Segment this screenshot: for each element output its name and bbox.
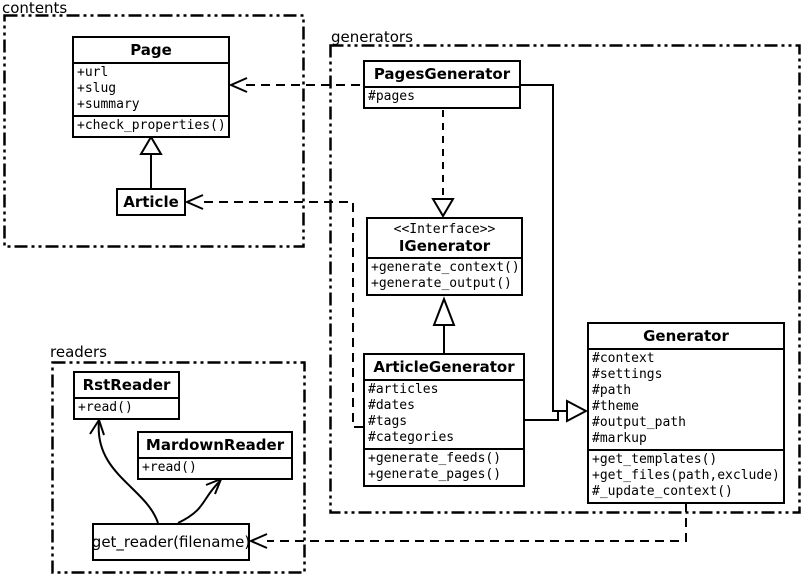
- attribute: #settings: [592, 367, 663, 382]
- class-articlegenerator-attributes: #articles #dates #tags #categories: [365, 379, 523, 448]
- class-page-attributes: +url +slug +summary: [74, 62, 228, 115]
- attribute: #theme: [592, 399, 639, 414]
- attribute: #markup: [592, 431, 647, 446]
- function-get-reader-label: get_reader(filename): [91, 533, 251, 551]
- class-rstreader: RstReader +read(): [73, 371, 180, 420]
- edge-articlegenerator-to-generator: [525, 412, 559, 421]
- package-readers-border: [51, 361, 306, 574]
- class-generator: Generator #context #settings #path #them…: [587, 322, 785, 504]
- package-label-readers: readers: [50, 343, 107, 361]
- class-page-title: Page: [130, 41, 172, 59]
- class-articlegenerator: ArticleGenerator #articles #dates #tags …: [363, 353, 525, 487]
- class-page-methods: +check_properties(): [74, 115, 228, 136]
- class-mardownreader-title: MardownReader: [145, 436, 285, 454]
- package-label-generators: generators: [331, 28, 413, 46]
- attribute: +url: [77, 65, 109, 80]
- method: +generate_context(): [371, 260, 520, 275]
- edge-getreader-to-mardownreader: [177, 479, 222, 524]
- class-pagesgenerator-attributes: #pages: [365, 86, 519, 107]
- attribute: #pages: [368, 89, 415, 104]
- method: +get_files(path,exclude): [592, 468, 780, 483]
- edge-articlegenerator-to-article: [203, 201, 363, 428]
- package-generators-border: [329, 44, 801, 514]
- class-pagesgenerator: PagesGenerator #pages: [363, 60, 521, 109]
- dependency-arrowhead-article: [184, 194, 204, 210]
- attribute: #path: [592, 383, 632, 398]
- class-article: Article: [116, 188, 186, 216]
- attribute: #tags: [368, 414, 408, 429]
- dependency-arrowhead-getreader: [248, 533, 268, 549]
- inheritance-arrowhead-generator: [566, 399, 589, 423]
- attribute: #categories: [368, 430, 455, 445]
- dependency-arrowhead-page: [228, 77, 248, 93]
- class-page: Page +url +slug +summary +check_properti…: [72, 36, 230, 138]
- method: +generate_output(): [371, 276, 512, 291]
- realization-arrowhead-igenerator-bottom: [432, 296, 456, 326]
- method: +get_templates(): [592, 452, 718, 467]
- class-pagesgenerator-title: PagesGenerator: [373, 65, 511, 83]
- class-rstreader-title: RstReader: [82, 376, 171, 394]
- attribute: #articles: [368, 382, 439, 397]
- class-generator-methods: +get_templates() +get_files(path,exclude…: [589, 449, 783, 502]
- inheritance-arrowhead-page: [139, 135, 163, 155]
- attribute: +summary: [77, 97, 140, 112]
- class-articlegenerator-title: ArticleGenerator: [373, 358, 515, 376]
- class-igenerator-stereotype: <<Interface>>: [393, 222, 496, 237]
- class-rstreader-methods: +read(): [75, 397, 178, 418]
- attribute: +slug: [77, 81, 117, 96]
- realization-arrowhead-igenerator-top: [431, 198, 455, 218]
- class-mardownreader-methods: +read(): [139, 457, 291, 478]
- method: +check_properties(): [77, 118, 226, 133]
- class-igenerator: <<Interface>> IGenerator +generate_conte…: [366, 217, 523, 296]
- arrowhead-rstreader: [89, 417, 105, 436]
- class-igenerator-methods: +generate_context() +generate_output(): [368, 257, 521, 294]
- class-igenerator-title: IGenerator: [398, 237, 491, 255]
- edge-pagesgenerator-to-generator: [521, 84, 567, 412]
- attribute: #output_path: [592, 415, 686, 430]
- package-contents-border: [3, 14, 305, 248]
- method: +generate_pages(): [368, 467, 502, 482]
- class-generator-title: Generator: [643, 327, 729, 345]
- attribute: #dates: [368, 398, 415, 413]
- class-generator-attributes: #context #settings #path #theme #output_…: [589, 348, 783, 449]
- function-get-reader: get_reader(filename): [92, 523, 250, 561]
- package-label-contents: contents: [2, 0, 68, 17]
- attribute: #context: [592, 351, 655, 366]
- class-mardownreader: MardownReader +read(): [137, 431, 293, 480]
- edge-getreader-to-rstreader: [97, 420, 159, 524]
- method: #_update_context(): [592, 484, 733, 499]
- method: +generate_feeds(): [368, 451, 502, 466]
- edge-generator-to-getreader: [267, 503, 687, 542]
- class-article-title: Article: [123, 193, 179, 211]
- class-articlegenerator-methods: +generate_feeds() +generate_pages(): [365, 448, 523, 485]
- method: +read(): [78, 400, 133, 415]
- method: +read(): [142, 460, 197, 475]
